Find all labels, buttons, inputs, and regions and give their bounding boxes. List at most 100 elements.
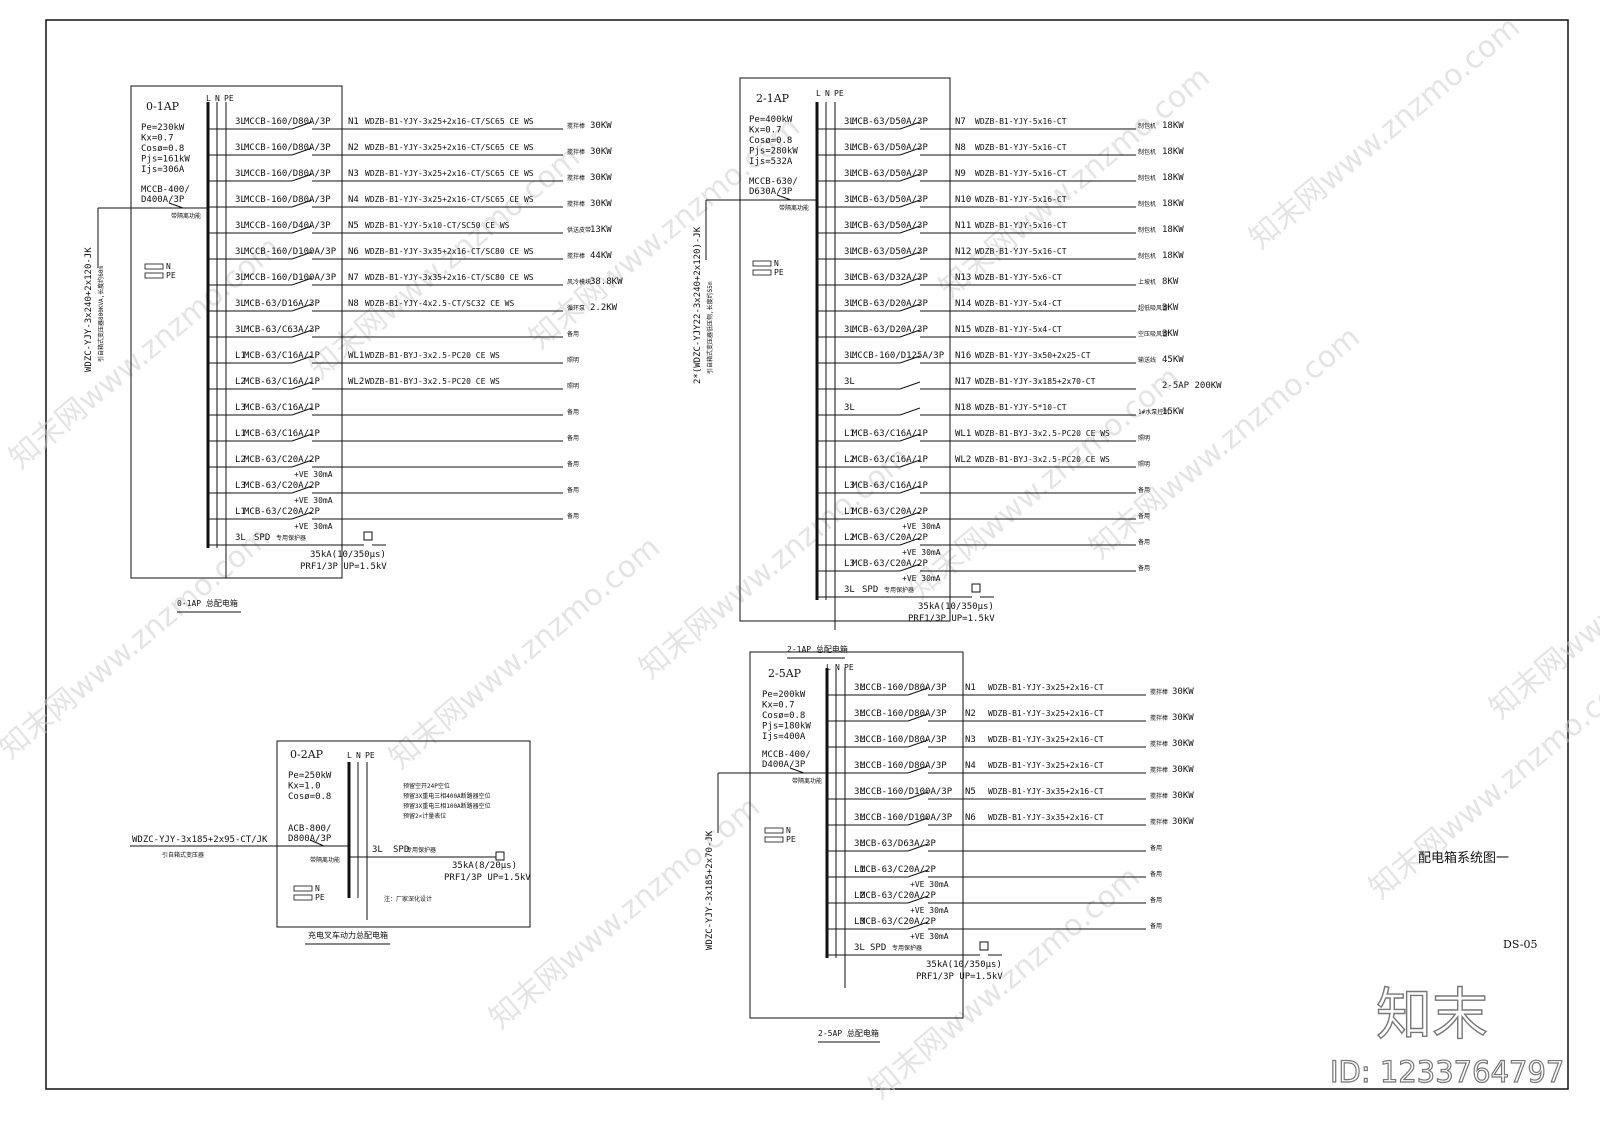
circuit-power: 18KW (1162, 147, 1184, 157)
main-breaker-label: MCCB-400/ (762, 750, 811, 760)
circuit-phase: 3L (235, 299, 246, 309)
terminal-bar (293, 894, 313, 901)
circuit-id: N8 (348, 299, 359, 309)
drawing-number: DS-05 (1503, 938, 1537, 951)
spec-line: Cosø=0.8 (141, 144, 184, 154)
circuit-breaker: MCB-63/C20A/2P (852, 559, 928, 569)
circuit-id: N3 (965, 735, 976, 745)
spd-phase: 3L (844, 585, 855, 595)
circuit-phase: 3L (235, 117, 246, 127)
circuit-id: N4 (965, 761, 976, 771)
circuit-breaker: MCCB-160/D80A/3P (860, 735, 947, 745)
spec-line: Ijs=400A (762, 732, 806, 742)
circuit-power: 2.2KW (590, 303, 618, 313)
circuit-load: 搅拌棒 (1150, 740, 1168, 748)
circuit-cable: WDZB-B1-YJY-5x16-CT (975, 221, 1067, 230)
breaker-contact (899, 199, 921, 208)
circuit-id: N16 (955, 351, 971, 361)
circuit-cable: WDZB-B1-YJY-3x25+2x16-CT/SC65 CE WS (365, 195, 534, 204)
rcd-label: +VE 30mA (910, 932, 949, 941)
circuit-load: 备用 (1138, 486, 1150, 494)
breaker-contact (899, 485, 921, 494)
phase-header-pe: PE (365, 751, 375, 760)
circuit-id: N17 (955, 377, 971, 387)
circuit-load: 搅拌棒 (1150, 714, 1168, 722)
circuit-phase: 3L (844, 143, 855, 153)
circuit-load: 备用 (1138, 512, 1150, 520)
circuit-power: 2-5AP 200KW (1162, 381, 1222, 391)
spec-line: Kx=1.0 (288, 782, 321, 792)
rcd-label: +VE 30mA (294, 470, 333, 479)
circuit-load: 备用 (567, 486, 579, 494)
circuit-power: 3KW (1162, 303, 1179, 313)
circuit-breaker: MCB-63/C16A/1P (852, 455, 928, 465)
terminal-bar-label: N (315, 884, 320, 893)
circuit-id: N3 (348, 169, 359, 179)
circuit-power: 30KW (590, 199, 612, 209)
main-breaker-label: D400A/3P (141, 195, 185, 205)
circuit-phase: 3L (854, 813, 865, 823)
circuit-breaker: MCCB-160/D100A/3P (860, 787, 953, 797)
reserve-note: 预留2×计量表位 (403, 812, 446, 820)
circuit-load: 备用 (1138, 538, 1150, 546)
circuit-breaker: MCB-63/D50A/3P (852, 143, 928, 153)
circuit-cable: WDZB-B1-YJY-3x25+2x16-CT (988, 761, 1104, 770)
isolation-note: 带隔离功能 (310, 856, 340, 864)
breaker-contact (907, 895, 929, 904)
circuit-breaker: MCB-63/C20A/2P (860, 917, 936, 927)
incoming-note: 引自箱式变压器低压侧,长度约55m (706, 281, 714, 374)
phase-header-l: L (206, 94, 211, 103)
breaker-contact (291, 407, 313, 416)
terminal-bar (764, 827, 784, 834)
breaker-contact (291, 251, 313, 260)
circuit-power: 30KW (1172, 687, 1194, 697)
circuit-load: 搅拌棒 (567, 122, 585, 130)
circuit-load: 制包机 (1138, 174, 1156, 182)
spd-label: SPD (870, 943, 886, 953)
box-title: 0-1AP (146, 100, 180, 113)
circuit-cable: WDZB-B1-YJY-3x50+2x25-CT (975, 351, 1091, 360)
breaker-contact (907, 713, 929, 722)
circuit-power: 30KW (1172, 791, 1194, 801)
circuit-phase: 3L (844, 351, 855, 361)
circuit-load: 上坡机 (1138, 278, 1156, 286)
incoming-cable: WDZC-YJY-3x185+2x70-JK (705, 830, 715, 950)
circuit-breaker: MCB-63/D50A/3P (852, 169, 928, 179)
circuit-phase: 3L (235, 169, 246, 179)
phase-header-l: L (826, 663, 831, 672)
main-breaker-label: MCCB-630/ (749, 177, 798, 187)
box-outline (749, 651, 964, 1019)
box-caption: 0-1AP 总配电箱 (177, 598, 238, 608)
circuit-phase: L2 (235, 377, 246, 387)
circuit-load: 空压吸风管 (1138, 330, 1168, 338)
circuit-load: 备用 (1150, 844, 1162, 852)
breaker-contact (907, 921, 929, 930)
circuit-cable: WDZB-B1-YJY-5x16-CT (975, 117, 1067, 126)
main-breaker-label: D400A/3P (762, 760, 806, 770)
circuit-breaker: MCB-63/D50A/3P (852, 221, 928, 231)
circuit-breaker: MCCB-160/D100A/3P (860, 813, 953, 823)
circuit-phase: 3L (844, 299, 855, 309)
circuit-power: 45KW (1162, 355, 1184, 365)
circuit-phase: L2 (844, 533, 855, 543)
distribution-box-0-1ap: 0-1APPe=230kWKx=0.7Cosø=0.8Pjs=161kWIjs=… (84, 85, 623, 613)
circuit-cable: WDZB-B1-YJY-3x25+2x16-CT (988, 709, 1104, 718)
breaker-contact (907, 765, 929, 774)
spd-phase: 3L (235, 533, 246, 543)
circuit-cable: WDZB-B1-YJY-5x4-CT (975, 299, 1062, 308)
circuit-id: N15 (955, 325, 971, 335)
spd-prf: PRF1/3P UP=1.5kV (444, 873, 531, 883)
spd-phase: 3L (854, 943, 865, 953)
breaker-contact (291, 147, 313, 156)
terminal-bar (764, 836, 784, 843)
circuit-power: 44KW (590, 251, 612, 261)
